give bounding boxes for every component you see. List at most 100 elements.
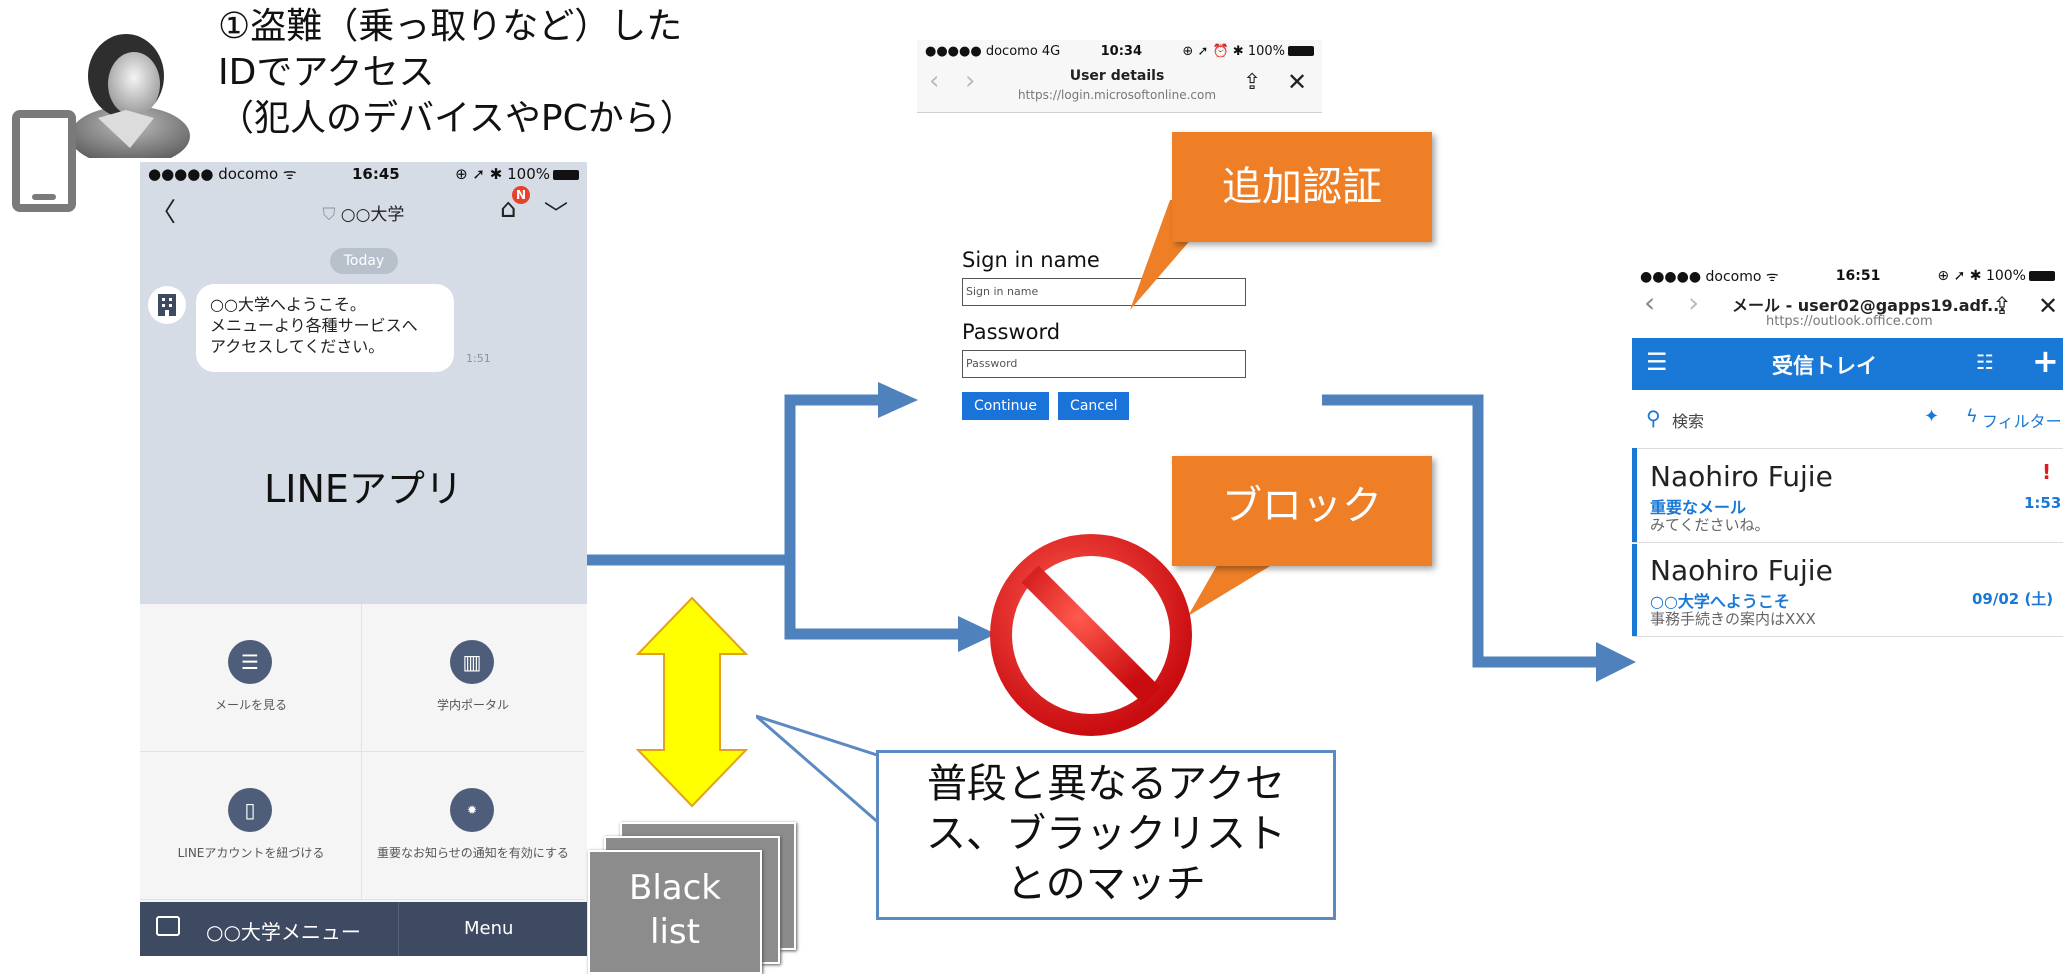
menu-button[interactable]: Menu bbox=[464, 918, 514, 939]
message-time: 09/02 (土) bbox=[1972, 590, 2054, 608]
filter-button[interactable]: フィルター bbox=[1982, 412, 2062, 431]
callout-pointer-match bbox=[756, 714, 882, 828]
signin-name-label: Sign in name bbox=[962, 248, 1100, 272]
menu-item-label: メールを見る bbox=[214, 698, 287, 712]
bottom-menu-title[interactable]: ○○大学メニュー bbox=[206, 920, 361, 944]
list-icon: ☰ bbox=[228, 640, 272, 684]
match-line-2: ス、ブラックリスト bbox=[926, 811, 1286, 857]
blacklist-document: Black list bbox=[588, 850, 762, 974]
callout-pointer-block bbox=[1188, 560, 1280, 616]
auth-to-outlook bbox=[1322, 394, 1600, 668]
search-bar: ⚲ 検索 ✦ ϟ フィルター bbox=[1632, 390, 2063, 449]
select-list-icon[interactable]: ☷ bbox=[1976, 350, 1994, 374]
hamburger-icon[interactable]: ☰ bbox=[1646, 348, 1668, 376]
message-row[interactable]: Naohiro Fujie 重要なメール みてくださいね。 ! 1:53 bbox=[1632, 448, 2063, 543]
page-title: User details bbox=[1069, 68, 1165, 84]
cancel-button[interactable]: Cancel bbox=[1058, 392, 1130, 420]
pin-icon[interactable]: ✦ bbox=[1924, 406, 1940, 427]
menu-item-label: LINEアカウントを紐づける bbox=[177, 846, 325, 860]
search-icon[interactable]: ⚲ bbox=[1646, 406, 1661, 430]
password-label: Password bbox=[962, 320, 1061, 344]
bubble-line: ○○大学へようこそ。 bbox=[210, 295, 366, 314]
message-row[interactable]: Naohiro Fujie ○○大学へようこそ 事務手続きの案内はXXX 09/… bbox=[1632, 544, 2063, 637]
home-badge: N bbox=[512, 186, 530, 204]
extra-auth-callout: 追加認証 bbox=[1172, 132, 1432, 242]
new-badge-icon: ✹ bbox=[450, 788, 494, 832]
continue-button[interactable]: Continue bbox=[962, 392, 1049, 420]
building-icon bbox=[158, 294, 176, 316]
menu-item-portal[interactable]: ▥ 学内ポータル bbox=[362, 604, 584, 752]
message-preview: みてくださいね。 bbox=[1650, 516, 1770, 534]
outlook-header: ☰ 受信トレイ ☷ + bbox=[1632, 338, 2063, 390]
password-input[interactable]: Password bbox=[962, 350, 1246, 378]
message-time: 1:53 bbox=[2024, 494, 2062, 512]
status-carrier: ●●●●● docomo ᯤ bbox=[1640, 268, 1779, 285]
status-time: 16:51 bbox=[1835, 268, 1881, 284]
bubble-line: アクセスしてください。 bbox=[210, 337, 385, 356]
page-url: https://login.microsoftonline.com bbox=[1017, 88, 1217, 102]
forward-arrow-icon[interactable]: › bbox=[1688, 286, 1700, 319]
date-pill: Today bbox=[330, 248, 398, 274]
message-sender: Naohiro Fujie bbox=[1650, 554, 1833, 587]
back-arrow-icon[interactable]: ‹ bbox=[1644, 286, 1656, 319]
share-icon[interactable]: ⇪ bbox=[1243, 70, 1262, 95]
arrowhead-outlook bbox=[1596, 642, 1636, 682]
compose-plus-icon[interactable]: + bbox=[2032, 342, 2059, 380]
message-sender: Naohiro Fujie bbox=[1650, 460, 1833, 493]
battery-icon bbox=[553, 169, 579, 180]
blacklist-line-1: Black bbox=[629, 868, 721, 908]
signin-name-input[interactable]: Sign in name bbox=[962, 278, 1246, 306]
line-app-screen: ●●●●● docomo ᯤ 16:45 ⊕ ➚ ✱ 100% 〈 ⛉ ○○大学… bbox=[140, 162, 587, 956]
chevron-down-icon[interactable]: ﹀ bbox=[544, 200, 568, 228]
bottom-menu-bar: ○○大学メニュー Menu bbox=[140, 902, 587, 956]
bubble-line: メニューより各種サービスへ bbox=[210, 316, 418, 335]
menu-item-link-account[interactable]: ▯ LINEアカウントを紐づける bbox=[140, 752, 362, 900]
phone-icon: ▯ bbox=[228, 788, 272, 832]
chat-title-text: ○○大学 bbox=[340, 205, 405, 225]
bot-avatar bbox=[148, 286, 186, 324]
arrowhead-auth bbox=[878, 382, 918, 418]
close-icon[interactable]: ✕ bbox=[1287, 68, 1308, 96]
caption-line-3: （犯人のデバイスやPCから） bbox=[218, 98, 696, 139]
phone-device-icon bbox=[12, 110, 76, 212]
menu-item-mail[interactable]: ☰ メールを見る bbox=[140, 604, 362, 752]
status-time: 16:45 bbox=[351, 165, 400, 183]
battery-icon bbox=[2029, 271, 2055, 281]
search-input[interactable]: 検索 bbox=[1672, 412, 1705, 431]
back-arrow-icon[interactable]: ‹ bbox=[929, 66, 940, 96]
home-icon[interactable]: ⌂ bbox=[500, 194, 517, 224]
branch-to-auth bbox=[784, 394, 880, 560]
status-carrier: ●●●●● docomo ᯤ bbox=[148, 165, 297, 183]
block-callout: ブロック bbox=[1172, 456, 1432, 566]
page-url: https://outlook.office.com bbox=[1766, 314, 1933, 329]
close-icon[interactable]: ✕ bbox=[2038, 292, 2059, 320]
message-subject: ○○大学へようこそ bbox=[1650, 592, 1790, 611]
unread-indicator bbox=[1632, 448, 1637, 542]
match-callout: 普段と異なるアクセ ス、ブラックリスト とのマッチ bbox=[876, 750, 1336, 920]
line-nav-bar: 〈 ⛉ ○○大学 ⌂ N ﹀ bbox=[140, 186, 587, 234]
prohibited-icon bbox=[990, 534, 1192, 736]
yellow-double-arrow bbox=[635, 596, 749, 808]
status-right: ⊕ ➚ ✱ 100% bbox=[455, 165, 579, 183]
book-icon: ▥ bbox=[450, 640, 494, 684]
welcome-message-bubble: ○○大学へようこそ。 メニューより各種サービスへ アクセスしてください。 bbox=[196, 284, 454, 372]
caption-line-2: IDでアクセス bbox=[218, 52, 435, 93]
keyboard-icon[interactable] bbox=[156, 916, 180, 936]
share-icon[interactable]: ⇪ bbox=[1992, 292, 2013, 320]
menu-item-notifications[interactable]: ✹ 重要なお知らせの通知を有効にする bbox=[362, 752, 584, 900]
signin-form: Sign in name Sign in name Password Passw… bbox=[962, 248, 1262, 420]
caption-line-1: ①盗難（乗っ取りなど）した bbox=[218, 6, 683, 47]
match-line-3: とのマッチ bbox=[1006, 861, 1206, 907]
important-flag: ! bbox=[2042, 460, 2052, 484]
arrowhead-block bbox=[958, 616, 996, 652]
scenario-caption: ①盗難（乗っ取りなど）した IDでアクセス （犯人のデバイスやPCから） bbox=[218, 4, 696, 142]
forward-arrow-icon[interactable]: › bbox=[965, 66, 976, 96]
match-line-1: 普段と異なるアクセ bbox=[927, 761, 1285, 807]
back-button[interactable]: 〈 bbox=[150, 198, 177, 228]
chat-title: ⛉ ○○大学 bbox=[140, 200, 587, 225]
page-title: メール - user02@gapps19.adf... bbox=[1732, 296, 2006, 315]
status-time: 10:34 bbox=[1100, 43, 1143, 59]
status-carrier: ●●●●● docomo 4G bbox=[925, 43, 1061, 59]
blacklist-line-2: list bbox=[650, 912, 700, 952]
